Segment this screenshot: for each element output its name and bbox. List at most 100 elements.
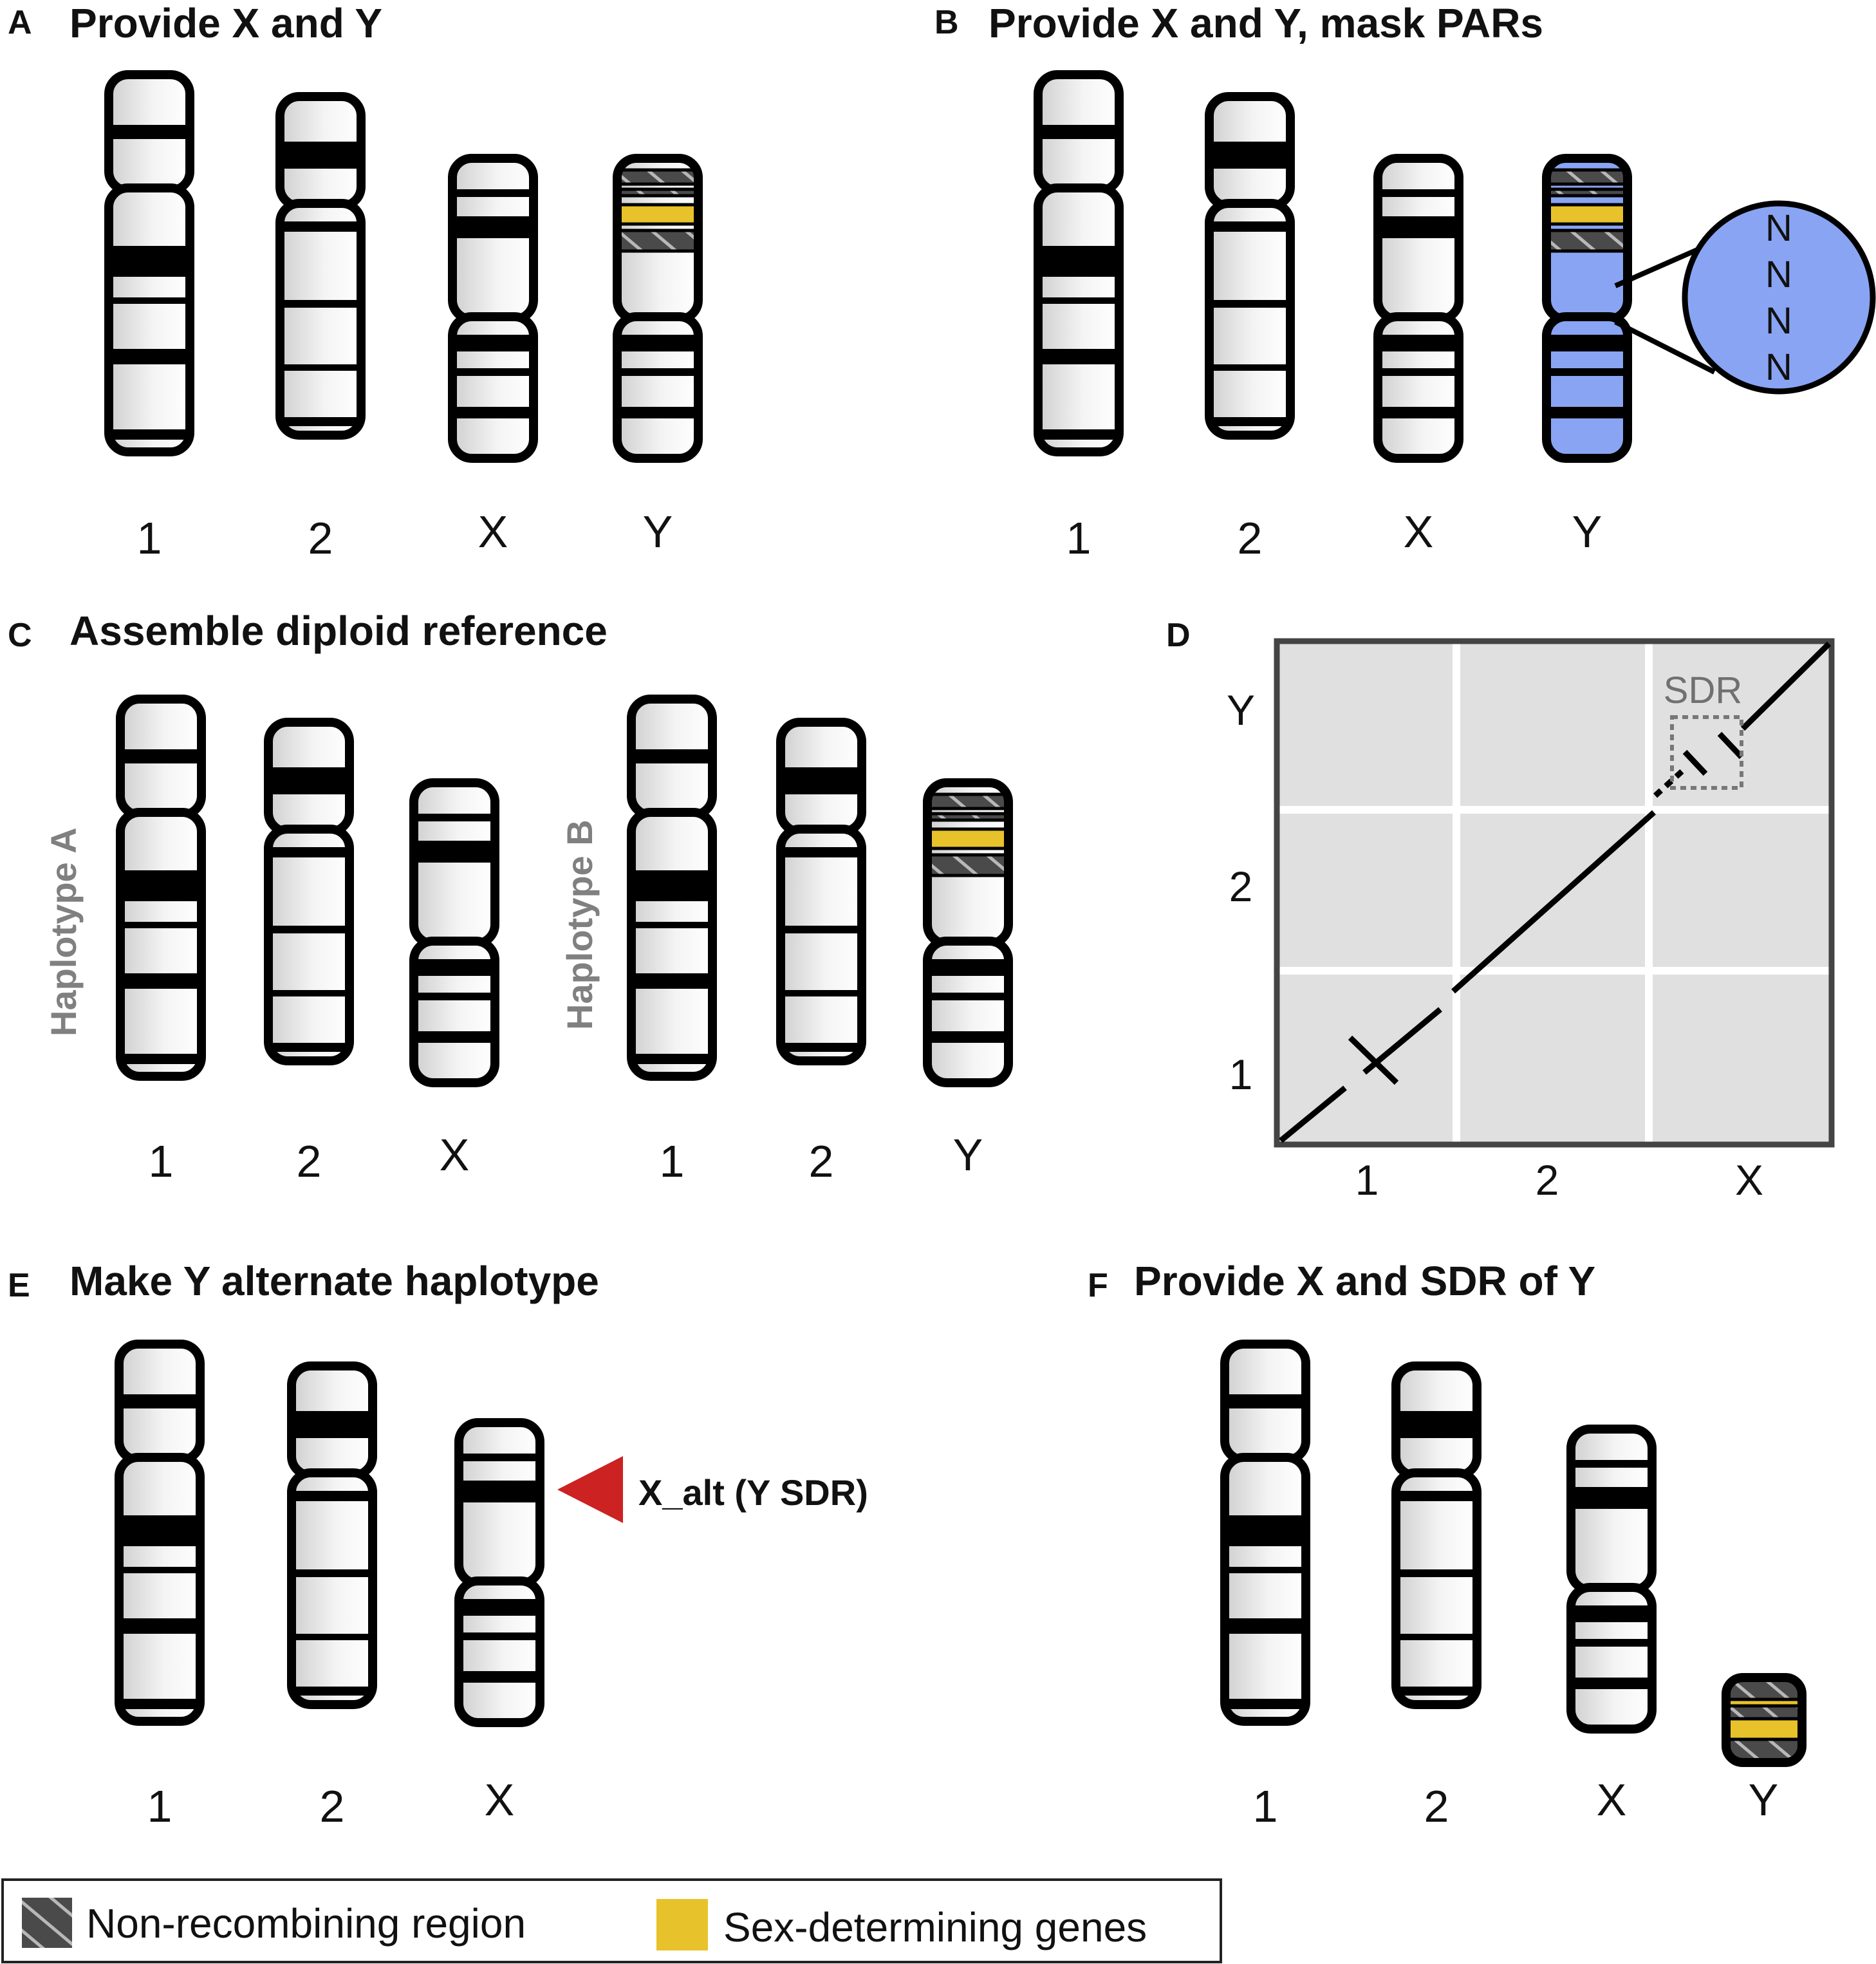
- chromosome-band: [1038, 429, 1119, 440]
- dotplot: SDR: [1274, 638, 1835, 1148]
- chromosome-band: [1546, 368, 1628, 376]
- chromosome-band: [280, 142, 361, 169]
- chromosome-band: [781, 847, 862, 857]
- chromosome-band: [1571, 1460, 1652, 1468]
- chromosome-band: [1209, 300, 1290, 308]
- alignment-segment-2: [1362, 1007, 1442, 1075]
- sdr-inversion-2: [1717, 731, 1744, 760]
- chromosome-band: [280, 221, 361, 232]
- chromosome-band: [631, 749, 712, 763]
- dotplot-y-label-y: Y: [1227, 686, 1255, 734]
- chromosome-band: [1378, 335, 1459, 351]
- chromosome-band: [927, 1031, 1008, 1043]
- panel-e-chromosome-2-q-arm: [287, 1468, 377, 1709]
- masked-zoom-callout: N N N N: [1614, 200, 1876, 395]
- chromosome-band: [120, 922, 201, 928]
- chromosome-band: [1038, 246, 1119, 277]
- non-recombining-band: [617, 170, 698, 184]
- panel-e-chromosome-x-q-arm: [454, 1576, 544, 1727]
- chromosome-band: [1396, 1491, 1477, 1501]
- panel-b-chromosomes: [1034, 70, 1632, 463]
- chromosome-band: [1396, 1687, 1477, 1696]
- chromosome-band: [280, 300, 361, 308]
- panel-c-hap-a-chromosome-1-p-arm: [116, 695, 206, 819]
- panel-c-hap-a-label-1: 1: [149, 1136, 174, 1186]
- panel-e-title: Make Y alternate haplotype: [70, 1258, 599, 1304]
- sex-gene-band: [1546, 205, 1628, 224]
- panel-e-chromosome-x: [454, 1418, 544, 1727]
- chromosome-band: [1209, 221, 1290, 232]
- chromosome-band: [927, 993, 1008, 1000]
- panel-c-hap-a-chromosome-x: [409, 778, 499, 1087]
- non-recombining-band: [1546, 170, 1628, 184]
- panel-c-hap-a-chromosome-2-q-arm: [264, 825, 354, 1065]
- chromosome-band: [781, 990, 862, 996]
- panel-a-chromosome-2: [275, 92, 366, 440]
- chromosome-band: [1378, 216, 1459, 238]
- panel-e-label-2: 2: [320, 1781, 345, 1831]
- panel-c-hap-b-chromosome-y: [923, 778, 1013, 1087]
- chromosome-band: [1396, 1411, 1477, 1438]
- panel-a-chromosome-1-q-arm: [104, 183, 194, 456]
- chromosome-band: [109, 429, 190, 440]
- panel-f-title: Provide X and SDR of Y: [1134, 1258, 1595, 1304]
- chromosome-band: [781, 1043, 862, 1052]
- panel-d-letter: D: [1166, 617, 1191, 654]
- legend-frame: [1, 1878, 1222, 1963]
- chromosome-band: [292, 1687, 373, 1696]
- panel-c-hap-b-chromosome-2-q-arm: [776, 825, 866, 1065]
- chromosome-band: [119, 1567, 200, 1573]
- panel-f-chromosome-2-q-arm: [1391, 1468, 1481, 1709]
- panel-b-chromosome-2-q-arm: [1205, 199, 1295, 440]
- non-recombining-band: [617, 230, 698, 251]
- panel-a-label-2: 2: [308, 513, 333, 563]
- legend: Non-recombining region Sex-determining g…: [1, 1878, 1222, 1963]
- panel-f-label-y: Y: [1749, 1775, 1779, 1825]
- chromosome-band: [109, 349, 190, 364]
- panel-c-hap-a-label-x: X: [440, 1130, 470, 1180]
- x-alt-label: X_alt (Y SDR): [638, 1472, 868, 1513]
- alignment-segment-3: [1451, 810, 1656, 994]
- panel-a-chromosome-y-p-arm: [613, 154, 703, 324]
- panel-c-chromosomes: [116, 695, 1013, 1087]
- mask-letter-4: N: [1765, 346, 1792, 388]
- panel-a-chromosome-1: [104, 70, 194, 456]
- panel-c-hap-a-chromosome-x-q-arm: [409, 937, 499, 1087]
- panel-f-chromosome-2-p-arm: [1391, 1361, 1481, 1480]
- panel-c-hap-b-chromosome-1: [627, 695, 717, 1081]
- panel-f-chromosome-1: [1220, 1340, 1310, 1726]
- dotplot-x-label-2: 2: [1536, 1156, 1559, 1204]
- chromosome-band: [109, 297, 190, 304]
- panel-b-label-x: X: [1404, 507, 1434, 557]
- legend-label-sex-genes: Sex-determining genes: [723, 1904, 1147, 1950]
- legend-swatch-non-recombining: [22, 1898, 72, 1948]
- chromosome-band: [617, 368, 698, 376]
- panel-c-hap-a-label-2: 2: [297, 1136, 322, 1186]
- chromosome-band: [1396, 1634, 1477, 1640]
- chromosome-band: [414, 959, 495, 976]
- chromosome-band: [617, 335, 698, 351]
- chromosome-band: [452, 189, 534, 197]
- panel-b-chromosome-y-masked: [1542, 154, 1632, 463]
- chromosome-band: [452, 216, 534, 238]
- panel-c-hap-b-chromosome-2-p-arm: [776, 718, 866, 836]
- chromosome-band: [120, 1054, 201, 1064]
- panel-f: F Provide X and SDR of Y 1 2 X Y: [1088, 1258, 1806, 1831]
- panel-f-label-x: X: [1597, 1775, 1627, 1825]
- sex-gene-band: [927, 829, 1008, 848]
- chromosome-band: [1396, 1569, 1477, 1577]
- panel-a-label-y: Y: [643, 507, 673, 557]
- panel-c-hap-b-label-1: 1: [660, 1136, 685, 1186]
- panel-e-chromosome-2: [287, 1361, 377, 1709]
- chromosome-band: [119, 1515, 200, 1546]
- panel-b: B Provide X and Y, mask PARs N N N N 1 2…: [934, 0, 1876, 563]
- chromosome-band: [1038, 125, 1119, 139]
- panel-a-chromosome-y: [613, 154, 703, 463]
- sex-gene-band: [1726, 1719, 1802, 1739]
- chromosome-band: [414, 841, 495, 863]
- panel-f-label-2: 2: [1424, 1781, 1449, 1831]
- dotplot-gridline-v1: [1453, 641, 1460, 1145]
- panel-a-chromosome-x-q-arm: [448, 312, 538, 463]
- panel-c-hap-b-chromosome-2: [776, 718, 866, 1065]
